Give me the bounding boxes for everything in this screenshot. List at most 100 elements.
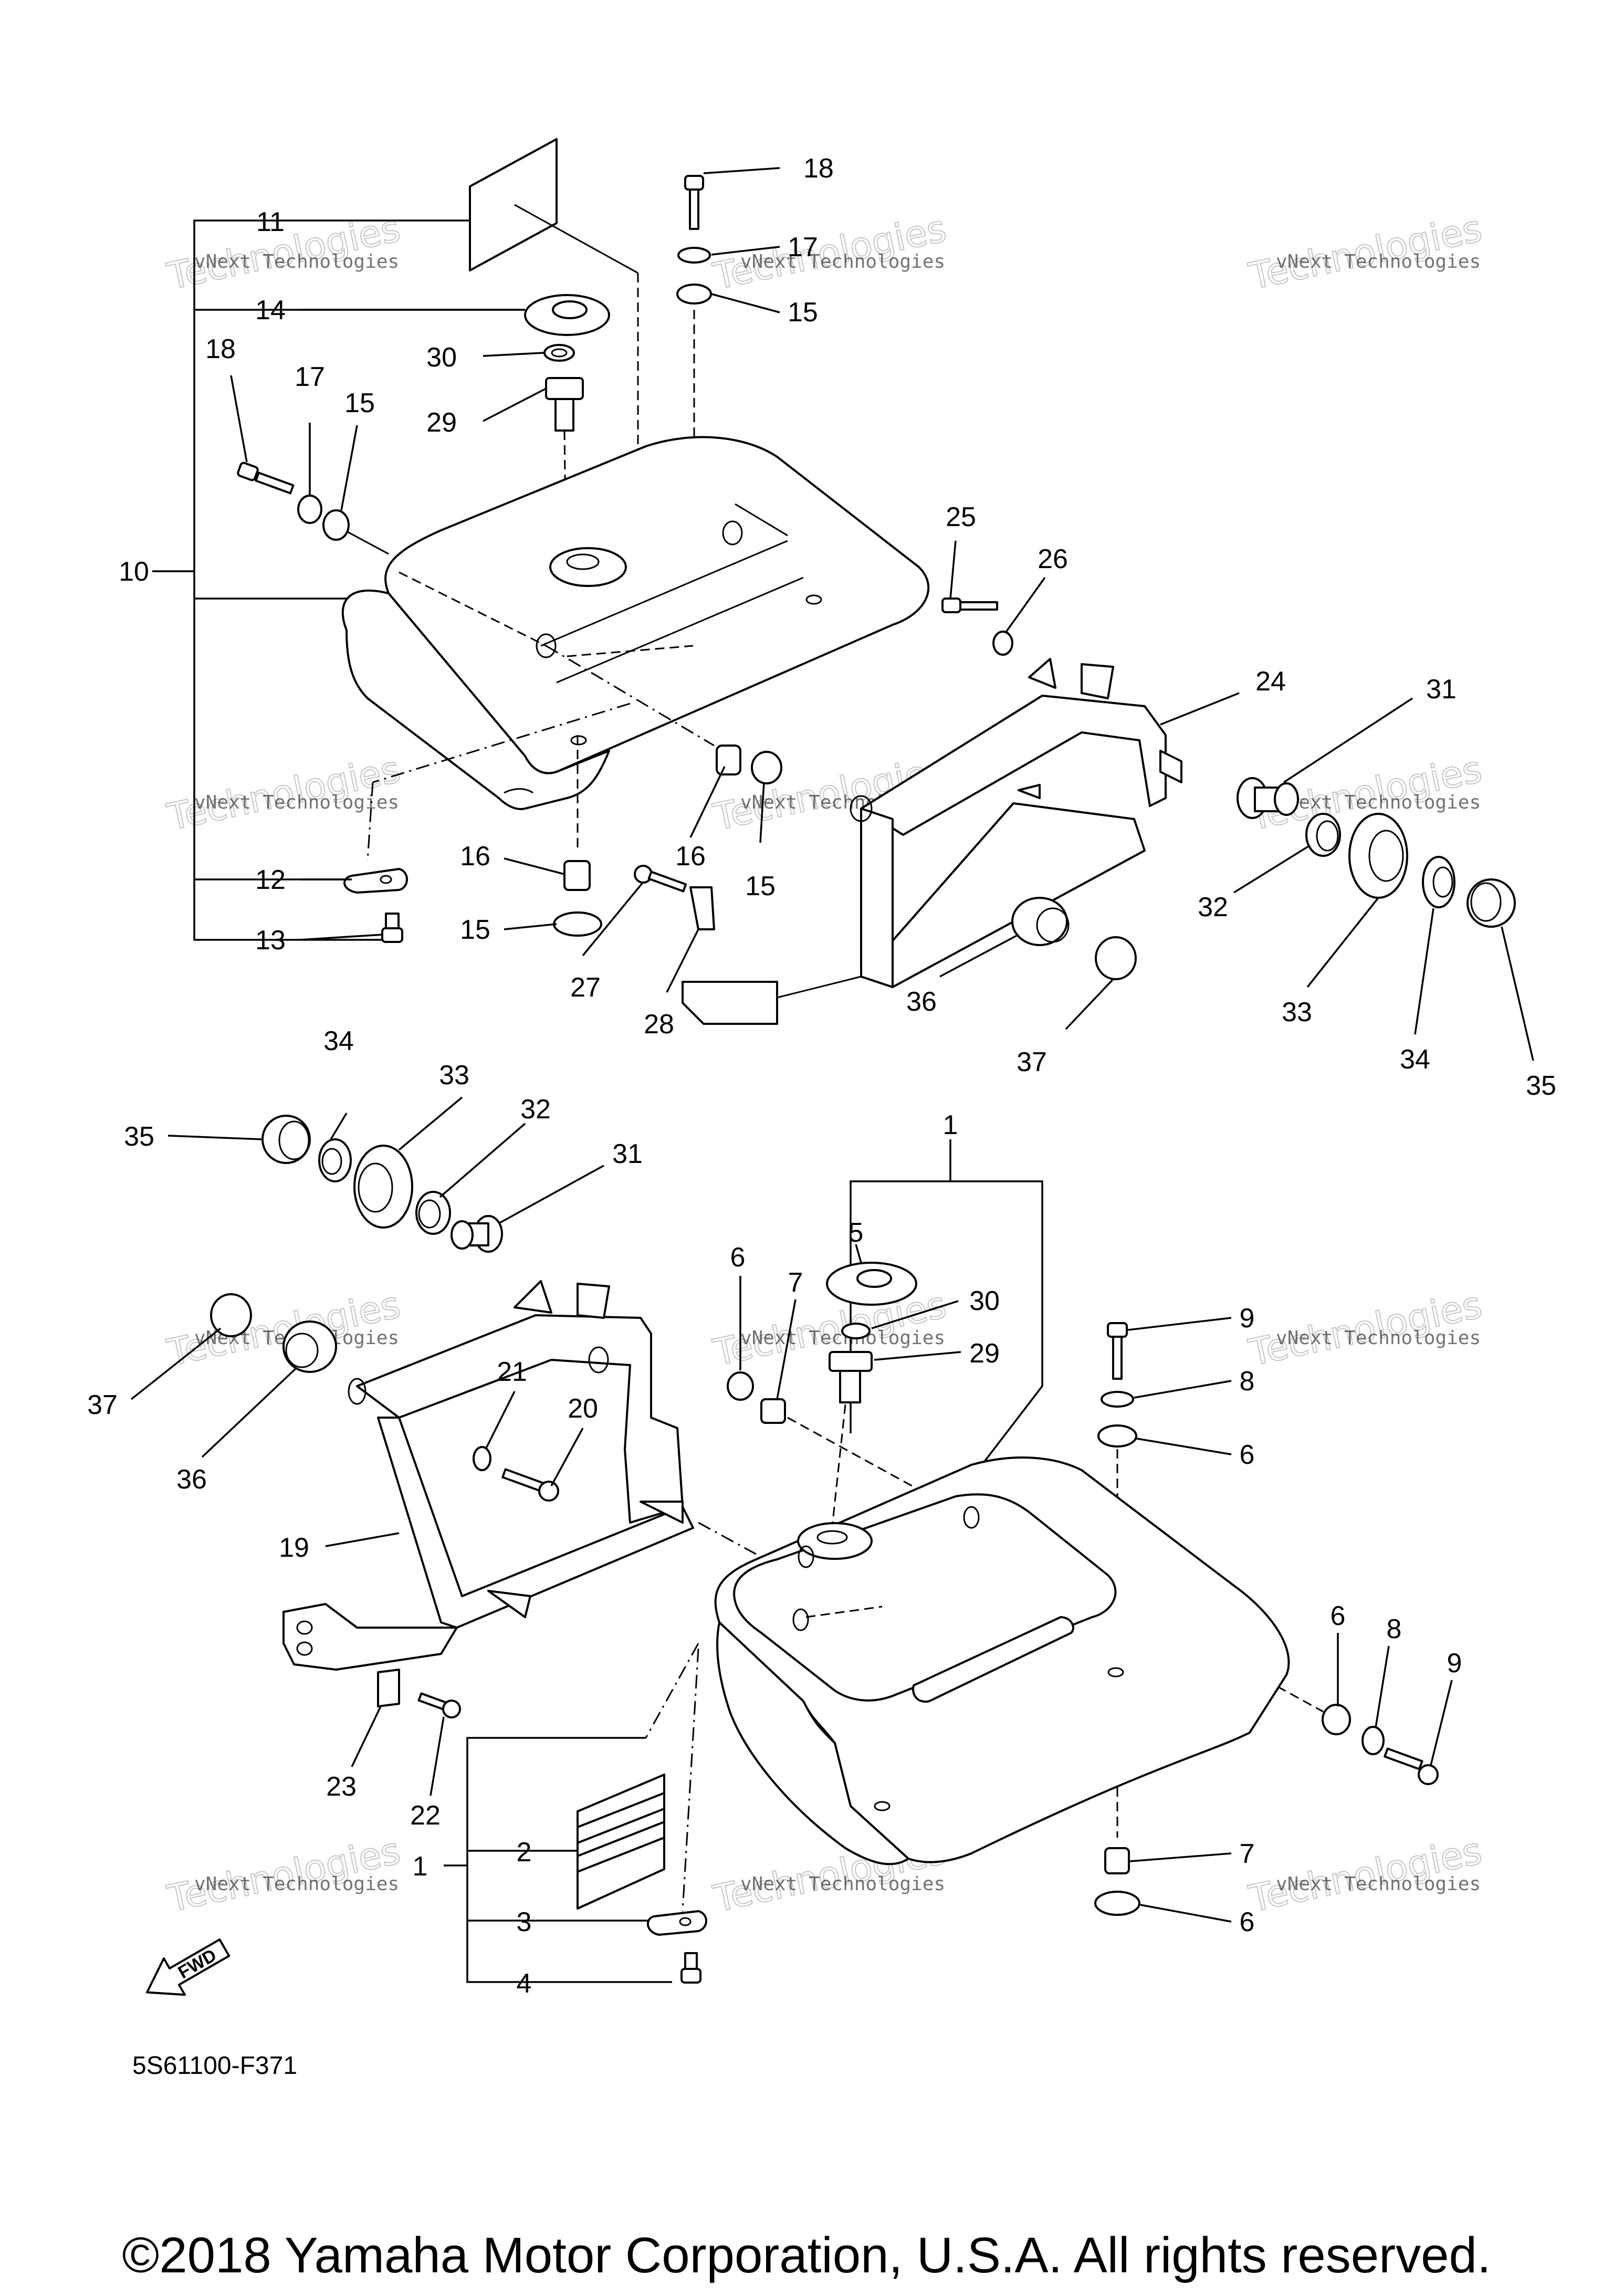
callout-29: 29 — [969, 1338, 1000, 1369]
damper-part-36 — [1011, 897, 1070, 946]
collar-part-6 — [1322, 1704, 1351, 1735]
collar-part-35 — [261, 1115, 311, 1164]
watermark-text: vNext Technologies — [740, 1873, 945, 1895]
callout-37: 37 — [87, 1390, 118, 1420]
callout-34: 34 — [1400, 1044, 1430, 1075]
callout-21: 21 — [497, 1357, 527, 1387]
washer-part-26 — [992, 631, 1013, 656]
callout-18: 18 — [205, 334, 236, 364]
collar-part-15 — [322, 509, 350, 541]
callout-6: 6 — [1240, 1440, 1255, 1470]
bolt-part-22 — [417, 1692, 461, 1718]
bolt-part-9 — [1107, 1322, 1128, 1380]
callout-4: 4 — [517, 1968, 532, 1999]
callout-1: 1 — [413, 1851, 428, 1882]
callout-35: 35 — [1526, 1071, 1556, 1101]
bottom-assembly: 1 35 34 33 32 31 5 6 7 30 29 9 8 6 37 36… — [87, 1026, 1462, 1999]
callout-37: 37 — [1017, 1047, 1047, 1077]
grommet-part-33 — [1348, 813, 1408, 899]
callout-6: 6 — [1240, 1907, 1255, 1937]
callout-31: 31 — [1426, 674, 1457, 705]
watermark-text: vNext Technologies — [194, 251, 399, 272]
saddlebag-part-10 — [341, 436, 930, 810]
washer-part-8 — [1101, 1391, 1134, 1408]
collar-part-37 — [1095, 936, 1137, 980]
callout-36: 36 — [176, 1464, 207, 1495]
callout-24: 24 — [1255, 666, 1286, 697]
callout-26: 26 — [1038, 544, 1068, 574]
callout-28: 28 — [644, 1009, 674, 1040]
collar-part-37 — [210, 1293, 252, 1337]
callout-16: 16 — [460, 841, 490, 872]
callout-25: 25 — [946, 502, 976, 532]
decal-part-11 — [469, 138, 558, 271]
copyright-text: ©2018 Yamaha Motor Corporation, U.S.A. A… — [122, 2227, 1491, 2283]
watermark-text: vNext Technologies — [194, 792, 399, 813]
top-assembly: 11 14 18 17 15 30 29 18 17 15 10 25 26 2… — [119, 138, 1556, 1101]
collar-part-15 — [751, 751, 782, 784]
watermark-text: vNext Technologies — [1276, 251, 1481, 272]
callout-35: 35 — [124, 1121, 154, 1152]
collar-part-6 — [1097, 1424, 1137, 1448]
callout-30: 30 — [969, 1286, 1000, 1316]
collar-part-16 — [563, 860, 591, 891]
damper-part-36 — [282, 1320, 337, 1373]
callout-12: 12 — [255, 865, 286, 895]
damper-part-32 — [1305, 813, 1341, 857]
collar-part-15 — [676, 284, 712, 305]
washer-part-23 — [377, 1669, 400, 1707]
stay-part-24 — [682, 658, 1182, 1025]
washer-part-34 — [318, 1138, 352, 1182]
callout-32: 32 — [520, 1094, 551, 1125]
callout-29: 29 — [426, 407, 457, 438]
grommet-part-33 — [353, 1145, 413, 1229]
callout-22: 22 — [410, 1800, 441, 1831]
callout-15: 15 — [745, 871, 776, 901]
callout-30: 30 — [426, 342, 457, 373]
lock-part-29 — [545, 377, 584, 432]
bolt-part-25 — [941, 597, 998, 613]
watermark-text: vNext Technologies — [194, 1873, 399, 1895]
collar-part-35 — [1467, 878, 1516, 928]
screw-part-4 — [680, 1952, 701, 1984]
callout-16: 16 — [675, 841, 706, 872]
callout-2: 2 — [517, 1837, 532, 1868]
callout-15: 15 — [460, 915, 490, 945]
callout-6: 6 — [1331, 1601, 1346, 1631]
fuel-cap-part-5 — [826, 1262, 917, 1306]
callout-23: 23 — [326, 1771, 357, 1802]
callout-33: 33 — [439, 1060, 469, 1091]
bolt-part-20 — [501, 1468, 559, 1502]
stay-part-19 — [282, 1280, 694, 1671]
washer-part-17 — [677, 247, 711, 264]
callout-15: 15 — [788, 297, 818, 328]
callout-5: 5 — [849, 1218, 864, 1248]
plate-part-28 — [689, 886, 715, 930]
bolt-part-18 — [237, 462, 295, 495]
callout-8: 8 — [1240, 1366, 1255, 1397]
watermark-text: vNext Technologies — [1276, 1327, 1481, 1349]
collar-part-15 — [553, 911, 602, 937]
gasket-part-30 — [841, 1323, 871, 1339]
bolt-part-18 — [684, 175, 704, 230]
callout-13: 13 — [255, 925, 286, 956]
callout-20: 20 — [568, 1393, 598, 1424]
callout-9: 9 — [1447, 1648, 1462, 1679]
washer-part-8 — [1361, 1726, 1385, 1755]
callout-31: 31 — [612, 1139, 643, 1169]
collar-part-6 — [1094, 1891, 1140, 1916]
callout-32: 32 — [1198, 892, 1228, 922]
callout-36: 36 — [906, 987, 937, 1017]
part-code: 5S61100-F371 — [132, 2052, 297, 2080]
saddlebag-part-1 — [714, 1456, 1290, 1865]
callout-15: 15 — [344, 388, 375, 418]
collar-part-16 — [716, 745, 741, 775]
collar-part-31 — [1237, 777, 1299, 819]
washer-part-34 — [1422, 856, 1455, 908]
decal-part-2 — [577, 1774, 665, 1910]
callout-34: 34 — [323, 1026, 354, 1056]
callout-7: 7 — [1240, 1839, 1255, 1869]
washer-part-21 — [473, 1446, 491, 1471]
damper-part-32 — [415, 1191, 451, 1235]
